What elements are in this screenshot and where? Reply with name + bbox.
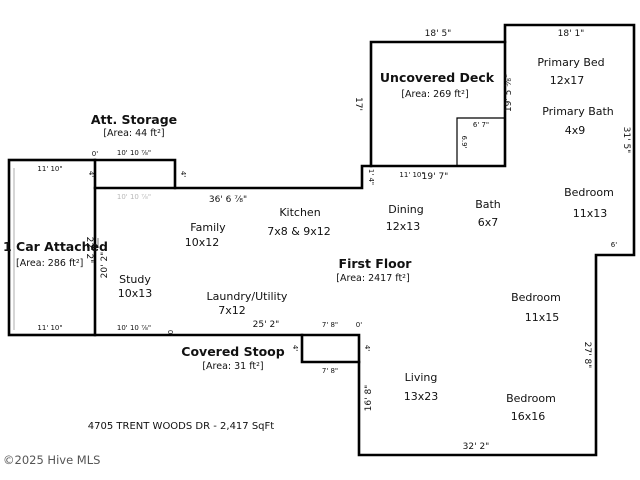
room-dining-size: 12x13 bbox=[386, 220, 421, 233]
dim-garage-height: 22' 2" bbox=[84, 237, 94, 264]
room-dining-name: Dining bbox=[388, 203, 424, 216]
house-outline bbox=[93, 23, 636, 457]
room-bath-name: Bath bbox=[475, 198, 501, 211]
dim-zero-a: 0' bbox=[92, 150, 98, 158]
dim-main-top: 36' 6 ⅞" bbox=[209, 195, 247, 205]
dim-deck-notch-h: 6.9' bbox=[460, 135, 468, 148]
room-bedroom-3-name: Bedroom bbox=[506, 392, 556, 405]
dim-deck-notch-w: 6' 7" bbox=[473, 121, 489, 129]
room-primary-bath-size: 4x9 bbox=[565, 124, 586, 137]
address-caption: 4705 TRENT WOODS DR - 2,417 SqFt bbox=[88, 421, 274, 432]
dim-deck-inner-v: 19' 5 ⅝" bbox=[504, 74, 514, 112]
dim-six-ft: 6' bbox=[611, 241, 617, 249]
room-bedroom-1-size: 11x13 bbox=[573, 207, 608, 220]
deck-outline bbox=[369, 40, 507, 168]
garage-title: 1 Car Attached bbox=[3, 239, 108, 254]
first-floor-area: [Area: 2417 ft²] bbox=[336, 273, 409, 284]
dim-garage-top: 11' 10" bbox=[37, 165, 62, 173]
dim-zero-b: 0' bbox=[166, 330, 174, 336]
dim-deck-bottom-a: 11' 10" bbox=[399, 171, 424, 179]
dim-storage-bottom: 10' 10 ⅞" bbox=[117, 193, 151, 201]
room-laundry-name: Laundry/Utility bbox=[207, 290, 288, 303]
storage-outline bbox=[93, 158, 177, 190]
dim-deck-top: 18' 5" bbox=[425, 29, 452, 39]
room-primary-bath-name: Primary Bath bbox=[542, 105, 614, 118]
dim-storage-h2: 4' bbox=[179, 171, 187, 177]
garage-door-mark bbox=[96, 238, 99, 248]
dim-zero-c: 0' bbox=[356, 321, 362, 329]
room-living-name: Living bbox=[405, 371, 438, 384]
dim-living-bottom: 32' 2" bbox=[463, 442, 490, 452]
dim-notch-small: 1' 4" bbox=[367, 169, 375, 185]
storage-area: [Area: 44 ft²] bbox=[103, 128, 164, 139]
room-laundry-size: 7x12 bbox=[218, 304, 246, 317]
dim-study-height: 20' 2" bbox=[100, 252, 110, 279]
dim-living-left: 16' 8" bbox=[364, 385, 374, 412]
dim-study-bottom: 10' 10 ⅞" bbox=[117, 324, 151, 332]
room-kitchen-name: Kitchen bbox=[279, 206, 320, 219]
room-primary-bed-name: Primary Bed bbox=[537, 56, 604, 69]
dim-stoop-w-bottom: 7' 8" bbox=[322, 367, 338, 375]
dim-stoop-w: 7' 8" bbox=[322, 321, 338, 329]
room-study-name: Study bbox=[119, 273, 151, 286]
dim-primary-right: 31' 5" bbox=[621, 127, 631, 154]
deck-area: [Area: 269 ft²] bbox=[401, 89, 468, 100]
garage-area: [Area: 286 ft²] bbox=[16, 258, 83, 269]
dim-stoop-h: 4' bbox=[291, 345, 299, 351]
dim-storage-h: 4' bbox=[87, 171, 95, 177]
room-study-size: 10x13 bbox=[118, 287, 153, 300]
stoop-outline bbox=[300, 333, 361, 364]
deck-notch bbox=[456, 117, 505, 166]
dim-right-lower: 27' 8" bbox=[582, 342, 592, 369]
dim-deck-left: 17' bbox=[353, 97, 363, 111]
watermark: ©2025 Hive MLS bbox=[3, 453, 100, 467]
dim-primary-top: 18' 1" bbox=[558, 29, 585, 39]
dim-garage-bottom: 11' 10" bbox=[37, 324, 62, 332]
room-bedroom-3-size: 16x16 bbox=[511, 410, 546, 423]
room-family-name: Family bbox=[190, 221, 226, 234]
dim-storage-top: 10' 10 ⅞" bbox=[117, 149, 151, 157]
room-bedroom-2-name: Bedroom bbox=[511, 291, 561, 304]
dim-stoop-h2: 4' bbox=[363, 345, 371, 351]
garage-outline bbox=[7, 158, 97, 337]
room-kitchen-size: 7x8 & 9x12 bbox=[267, 225, 331, 238]
dim-stoop-top-run: 25' 2" bbox=[253, 320, 280, 330]
deck-title: Uncovered Deck bbox=[380, 70, 495, 85]
storage-title: Att. Storage bbox=[91, 112, 177, 127]
room-bath-size: 6x7 bbox=[478, 216, 499, 229]
first-floor-title: First Floor bbox=[339, 256, 413, 271]
stoop-area: [Area: 31 ft²] bbox=[202, 361, 263, 372]
room-primary-bed-size: 12x17 bbox=[550, 74, 585, 87]
room-bedroom-2-size: 11x15 bbox=[525, 311, 560, 324]
room-living-size: 13x23 bbox=[404, 390, 439, 403]
room-bedroom-1-name: Bedroom bbox=[564, 186, 614, 199]
dim-deck-bottom-b: 19' 7" bbox=[422, 172, 449, 182]
room-family-size: 10x12 bbox=[185, 236, 220, 249]
stoop-title: Covered Stoop bbox=[181, 344, 284, 359]
